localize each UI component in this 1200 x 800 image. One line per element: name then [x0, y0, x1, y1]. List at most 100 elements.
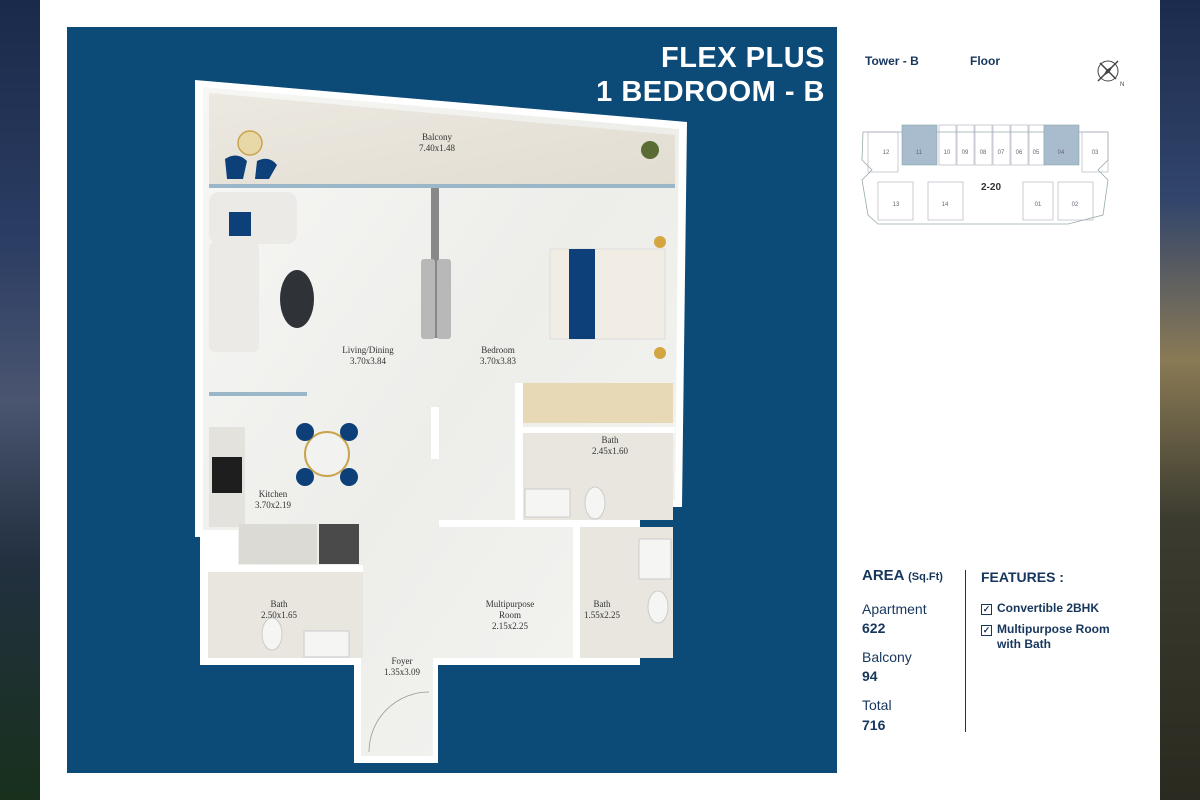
kitchen-counter	[239, 524, 317, 564]
dining-chair	[296, 423, 314, 441]
divider	[965, 570, 966, 732]
bedroom-label: Bedroom	[481, 345, 515, 355]
balcony-dims: 7.40x1.48	[419, 143, 456, 153]
dining-chair	[340, 423, 358, 441]
wall	[515, 383, 523, 520]
wall	[208, 565, 363, 572]
bath1-label: Bath	[602, 435, 619, 445]
svg-text:N: N	[1120, 82, 1124, 88]
foyer-dims: 1.35x3.09	[384, 667, 421, 677]
unit-label: 12	[883, 150, 890, 156]
toilet	[584, 486, 606, 520]
cushion	[229, 212, 251, 236]
unit-label: 13	[893, 202, 900, 208]
bath3-label: Bath	[594, 599, 611, 609]
window	[209, 392, 307, 396]
sliding-door	[437, 259, 451, 339]
bath1-dims: 2.45x1.60	[592, 446, 629, 456]
feature-item: ✓ Convertible 2BHK	[981, 601, 1099, 616]
lamp	[654, 236, 666, 248]
bath2-dims: 2.50x1.65	[261, 610, 298, 620]
checkbox-icon: ✓	[981, 625, 992, 636]
unit-label: 14	[942, 202, 949, 208]
bath2-label: Bath	[271, 599, 288, 609]
compass-icon: N	[1097, 60, 1124, 88]
kitchen-dims: 3.70x2.19	[255, 500, 292, 510]
plant	[641, 141, 659, 159]
unit-11-highlight	[901, 124, 938, 166]
floor-plan-drawing: Balcony 7.40x1.48 Living/Dining 3.70x3.8…	[195, 80, 687, 763]
foyer-label: Foyer	[392, 656, 413, 666]
sliding-door	[421, 259, 435, 339]
dining-chair	[340, 468, 358, 486]
sink	[524, 488, 571, 518]
balcony-chair	[255, 158, 277, 179]
balcony-area-value: 94	[862, 668, 878, 684]
lamp	[654, 347, 666, 359]
multipurpose-label-2: Room	[499, 610, 521, 620]
toilet	[261, 617, 283, 651]
background-photo-left	[0, 0, 40, 800]
unit-label: 09	[962, 150, 969, 156]
balcony-glass	[209, 184, 675, 188]
feature-text: Multipurpose Room	[997, 622, 1110, 636]
unit-label: 08	[980, 150, 987, 156]
floor-range: 2-20	[981, 182, 1001, 193]
dining-chair	[296, 468, 314, 486]
bedroom-dims: 3.70x3.83	[480, 356, 517, 366]
kitchen-label: Kitchen	[259, 489, 288, 499]
dining-table	[304, 431, 350, 477]
balcony-area-label: Balcony	[862, 649, 912, 665]
background-photo-right	[1160, 0, 1200, 800]
area-unit: (Sq.Ft)	[908, 571, 943, 583]
bed	[549, 248, 666, 340]
cooktop	[212, 457, 242, 493]
living-label: Living/Dining	[342, 345, 394, 355]
unit-label: 03	[1092, 150, 1099, 156]
balcony-label: Balcony	[422, 132, 452, 142]
total-value: 716	[862, 717, 886, 733]
wall	[573, 527, 580, 658]
wall	[431, 407, 439, 459]
sofa	[209, 242, 259, 352]
unit-label: 07	[998, 150, 1005, 156]
balcony-chair	[225, 155, 247, 179]
fridge	[319, 524, 359, 564]
feature-item-continued: with Bath	[997, 637, 1051, 651]
area-title: AREA (Sq.Ft)	[862, 567, 943, 584]
checkbox-icon: ✓	[981, 604, 992, 615]
area-title-text: AREA	[862, 567, 904, 584]
apartment-value: 622	[862, 620, 886, 636]
balcony-floor	[209, 93, 675, 185]
sofa	[209, 192, 297, 244]
plan-title-line2: 1 BEDROOM - B	[596, 76, 825, 108]
key-plan: 12 11 10 09 08 07 06 05 04 03 13 14 01 0…	[861, 124, 1109, 225]
plan-title-line1: FLEX PLUS	[660, 42, 825, 74]
wall	[208, 530, 238, 565]
floor-label: Floor	[970, 54, 1000, 68]
sink	[303, 630, 350, 658]
unit-label: 01	[1035, 202, 1042, 208]
door-swing	[368, 691, 430, 753]
multipurpose-dims: 2.15x2.25	[492, 621, 529, 631]
unit-label: 02	[1072, 202, 1079, 208]
unit-label: 05	[1033, 150, 1040, 156]
unit-label: 11	[916, 150, 923, 156]
bed-runner	[569, 249, 595, 339]
multipurpose-label: Multipurpose	[486, 599, 535, 609]
unit-04-highlight	[1043, 124, 1080, 166]
wardrobe	[523, 383, 673, 423]
coffee-table	[280, 270, 314, 328]
wall	[515, 427, 675, 433]
balcony-table	[237, 130, 263, 156]
feature-item: ✓ Multipurpose Room	[981, 622, 1110, 637]
apartment-label: Apartment	[862, 601, 927, 617]
living-dims: 3.70x3.84	[350, 356, 387, 366]
unit-label: 06	[1016, 150, 1023, 156]
feature-text: Convertible 2BHK	[997, 601, 1100, 615]
tower-label: Tower - B	[865, 54, 919, 68]
bath3-dims: 1.55x2.25	[584, 610, 621, 620]
floor-plan-panel: Balcony 7.40x1.48 Living/Dining 3.70x3.8…	[67, 27, 837, 773]
wall	[439, 520, 633, 527]
features-title: FEATURES :	[981, 569, 1064, 585]
